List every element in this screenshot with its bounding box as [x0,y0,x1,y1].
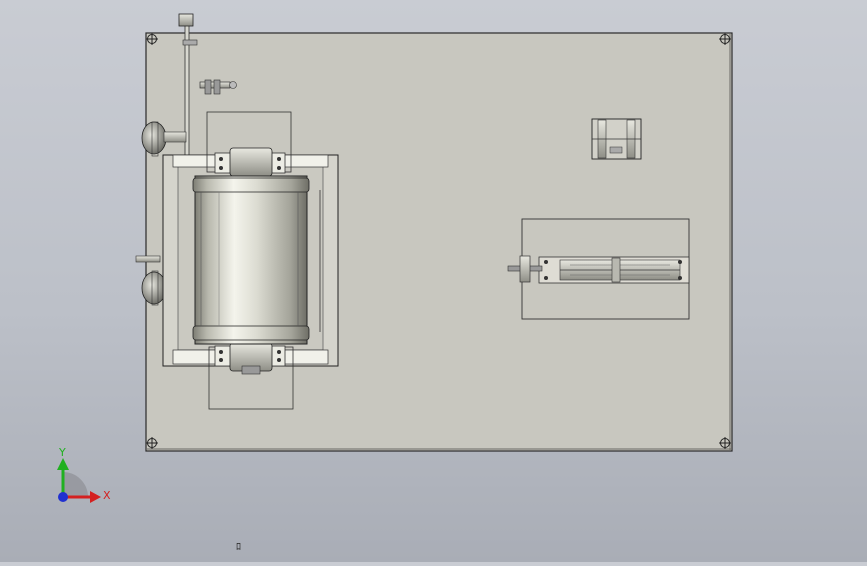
corner-screw-bottom-right [719,437,731,449]
y-arrow-icon [57,458,69,470]
view-status-glyph: ﾛ [236,542,241,553]
x-arrow-icon [90,491,101,503]
lower-bearing-block[interactable] [208,342,294,410]
corner-screw-top-right [719,33,731,45]
triad-y-label: Y [58,446,66,459]
z-axis-dot-icon [58,492,68,502]
left-motor-upper[interactable] [141,121,187,157]
pulley-assembly[interactable] [507,218,690,320]
clamp-block[interactable] [591,118,642,160]
winding-drum[interactable] [192,175,321,345]
corner-screw-bottom-left [146,437,158,449]
upper-bearing-block[interactable] [206,111,292,177]
corner-screw-top-left [146,33,158,45]
triad-x-label: X [103,489,111,502]
adjusting-bolt[interactable] [199,79,237,95]
triad-quadrant [63,472,88,497]
coordinate-triad: Y X [57,446,111,503]
